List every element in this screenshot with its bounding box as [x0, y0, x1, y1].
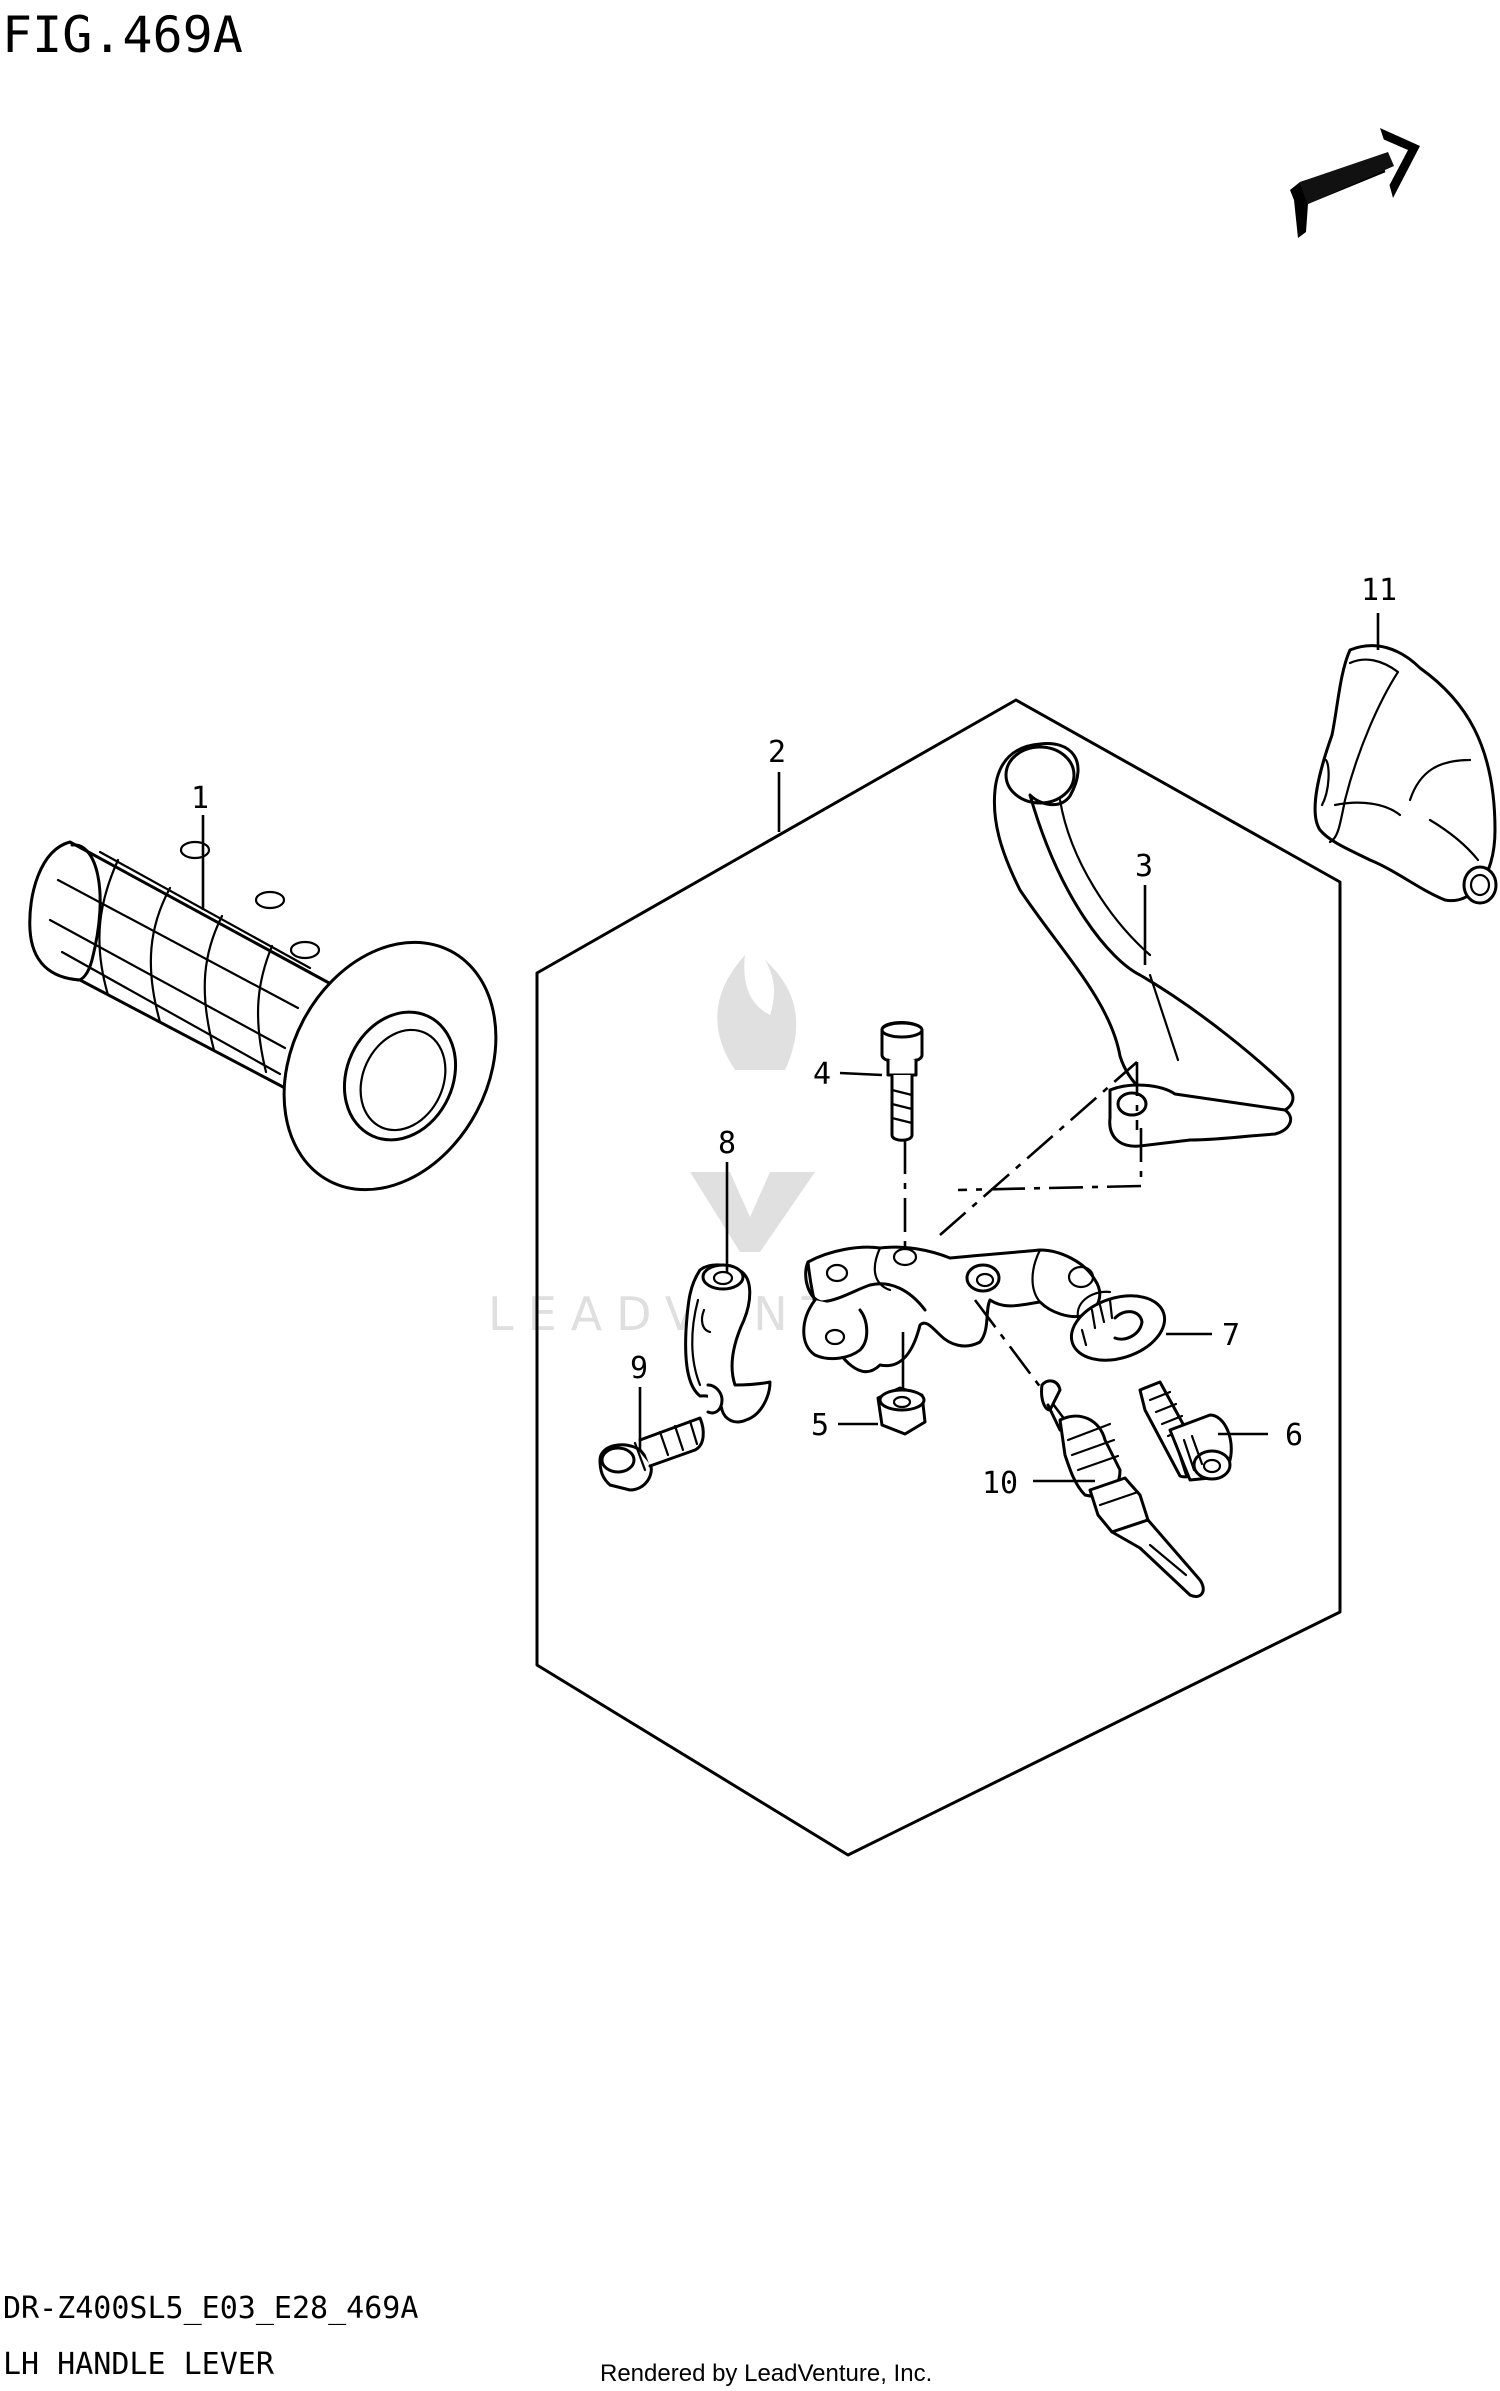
pivot-bolt-part [880, 1021, 924, 1142]
clutch-lever-part [992, 742, 1295, 1148]
render-credit: Rendered by LeadVenture, Inc. [600, 2360, 932, 2387]
model-code: DR-Z400SL5_E03_E28_469A [3, 2291, 418, 2326]
lever-cover-part [1313, 644, 1498, 905]
callout-4: 4 [813, 1057, 831, 1092]
nut-part [876, 1386, 927, 1436]
assembly-axis [903, 1061, 1143, 1255]
callout-1: 1 [191, 781, 209, 816]
lock-nut-part [1069, 1290, 1167, 1362]
callout-2: 2 [768, 735, 786, 770]
callout-6: 6 [1285, 1418, 1303, 1453]
flame-logo-icon [717, 955, 797, 1070]
assembly-outline [535, 698, 1342, 1857]
adjuster-part [1138, 1380, 1233, 1482]
figure-title: LH HANDLE LEVER [3, 2347, 275, 2382]
leader-lines [201, 613, 1380, 1483]
figure-id: FIG.469A [2, 6, 243, 64]
lv-logo-icon [690, 1172, 815, 1252]
grip-part [28, 840, 498, 1192]
callout-3: 3 [1135, 849, 1153, 884]
callout-11: 11 [1361, 573, 1397, 608]
clutch-switch-part [1040, 1379, 1205, 1598]
lever-holder-part [802, 1245, 1102, 1374]
callout-5: 5 [811, 1408, 829, 1443]
clamp-bolt-part [598, 1416, 705, 1492]
callout-7: 7 [1222, 1318, 1240, 1353]
callout-labels: 1 2 3 4 5 6 7 8 9 10 11 [191, 573, 1397, 1501]
holder-clamp-part [684, 1263, 772, 1424]
callout-10: 10 [982, 1466, 1018, 1501]
callout-8: 8 [718, 1126, 736, 1161]
callout-9: 9 [630, 1351, 648, 1386]
fwd-arrow-icon: FWD [1290, 128, 1420, 238]
